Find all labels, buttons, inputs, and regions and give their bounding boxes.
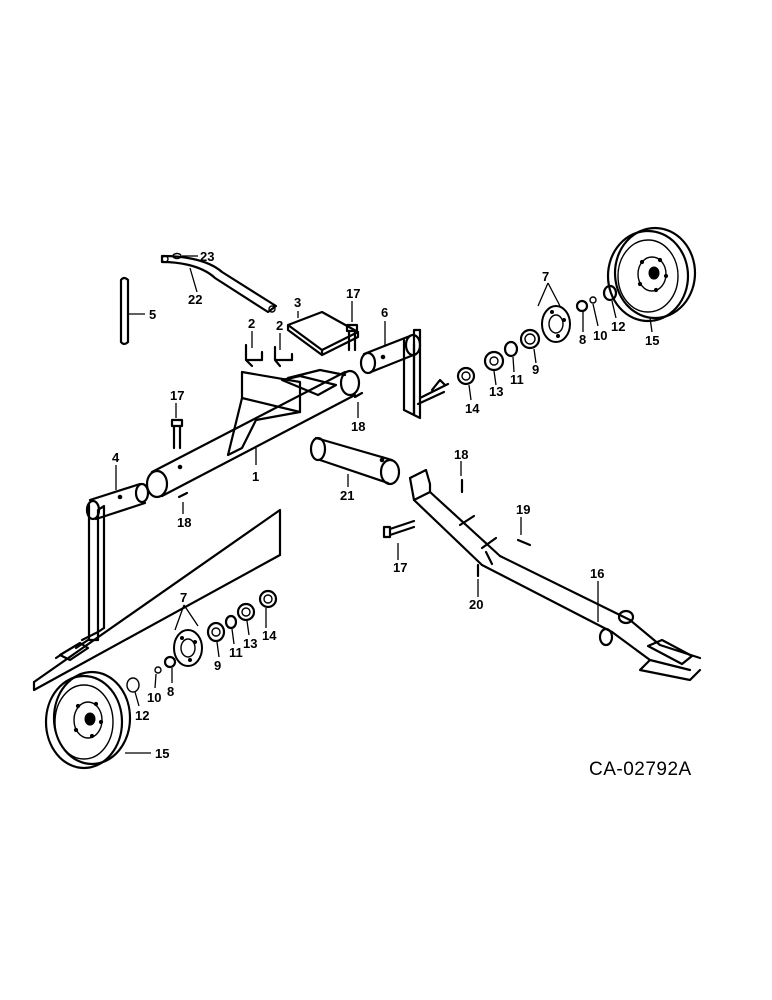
callout-16: 16 bbox=[590, 566, 604, 581]
part-16-hitch-tongue bbox=[408, 468, 702, 682]
callout-8-left: 8 bbox=[167, 684, 174, 699]
diagram-code: CA-02792A bbox=[589, 759, 692, 780]
part-21-tube bbox=[309, 436, 401, 486]
callout-12-right: 12 bbox=[611, 319, 625, 334]
part-2-bracket-left bbox=[244, 343, 264, 368]
part-15-wheel-left bbox=[44, 670, 132, 770]
callout-20: 20 bbox=[469, 597, 483, 612]
callout-21: 21 bbox=[340, 488, 354, 503]
callout-10-right: 10 bbox=[593, 328, 607, 343]
part-19-pin bbox=[516, 538, 532, 547]
callout-13-right: 13 bbox=[489, 384, 503, 399]
callout-2-right: 2 bbox=[276, 318, 283, 333]
callout-7-right: 7 bbox=[542, 269, 549, 284]
callout-7-left: 7 bbox=[180, 590, 187, 605]
callout-18-left: 18 bbox=[177, 515, 191, 530]
callout-23: 23 bbox=[200, 249, 214, 264]
callout-14-right: 14 bbox=[465, 401, 480, 416]
part-3-plate bbox=[286, 310, 360, 357]
callout-13-left: 13 bbox=[243, 636, 257, 651]
callout-8-right: 8 bbox=[579, 332, 586, 347]
leader-lines bbox=[115, 255, 653, 754]
part-23-pin bbox=[172, 252, 182, 260]
part-6-right-leg bbox=[359, 328, 450, 420]
callout-17-left: 17 bbox=[170, 388, 184, 403]
part-17-bolt-left bbox=[170, 418, 184, 450]
callout-11-right: 11 bbox=[510, 372, 524, 387]
part-17-bolt-middle bbox=[382, 519, 416, 539]
callout-11-left: 11 bbox=[229, 645, 243, 660]
callout-4: 4 bbox=[112, 450, 120, 465]
left-shield-plate bbox=[32, 508, 282, 692]
callout-17-top: 17 bbox=[346, 286, 360, 301]
callout-18-right: 18 bbox=[454, 447, 468, 462]
callout-15-right: 15 bbox=[645, 333, 659, 348]
callout-22: 22 bbox=[188, 292, 202, 307]
callout-6: 6 bbox=[381, 305, 388, 320]
callout-15-left: 15 bbox=[155, 746, 169, 761]
part-22-link-bar bbox=[160, 254, 278, 314]
part-20-pin bbox=[476, 550, 494, 578]
callout-19: 19 bbox=[516, 502, 530, 517]
part-17-bolt-top bbox=[345, 323, 359, 352]
callout-18-frame: 18 bbox=[351, 419, 365, 434]
callout-14-left: 14 bbox=[262, 628, 277, 643]
part-1-main-frame bbox=[145, 368, 361, 499]
callout-2-left: 2 bbox=[248, 316, 255, 331]
callout-12-left: 12 bbox=[135, 708, 149, 723]
callout-5: 5 bbox=[149, 307, 156, 322]
callout-10-left: 10 bbox=[147, 690, 161, 705]
part-15-wheel-right bbox=[606, 226, 697, 323]
callout-3: 3 bbox=[294, 295, 301, 310]
callout-17-middle: 17 bbox=[393, 560, 407, 575]
callout-1: 1 bbox=[252, 469, 259, 484]
callout-9-right: 9 bbox=[532, 362, 539, 377]
part-5-rod bbox=[119, 276, 130, 346]
left-hub-assembly bbox=[126, 589, 278, 693]
callout-9-left: 9 bbox=[214, 658, 221, 673]
callout-labels: 1 2 2 3 4 5 6 7 7 8 8 9 9 10 10 11 11 12… bbox=[112, 249, 659, 761]
part-2-bracket-right bbox=[273, 345, 294, 368]
part-4-left-leg bbox=[54, 482, 150, 662]
part-18-pin-left bbox=[177, 491, 189, 499]
part-18-pin-frame bbox=[353, 391, 364, 399]
